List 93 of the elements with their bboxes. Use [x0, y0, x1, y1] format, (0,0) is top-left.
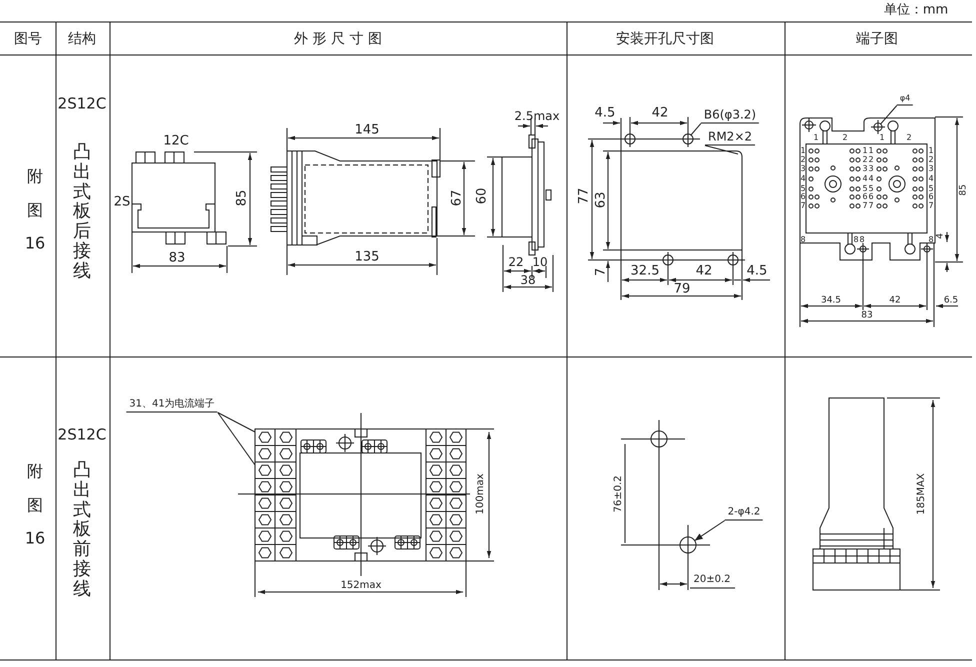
dimension-label: 32.5 [630, 264, 660, 278]
pin-number: 5 [928, 185, 934, 193]
column-header: 安装开孔尺寸图 [616, 32, 714, 46]
mounting-type: 凸出式板前接线 [72, 460, 92, 600]
pin-number: 8 [928, 236, 934, 244]
callout-label: φ4 [896, 94, 914, 106]
pin-number: 2 [862, 156, 868, 164]
figure-number: 附图16 [24, 166, 46, 255]
dimension-label: 22 [508, 256, 524, 268]
figure-number: 附图16 [24, 460, 46, 550]
dimension-label: 145 [354, 124, 380, 136]
leader-line [704, 145, 738, 154]
mounting-type: 凸出式板后接线 [72, 142, 92, 282]
leader-line [217, 412, 256, 432]
pin-number: 1 [862, 147, 868, 155]
column-header: 端子图 [856, 32, 898, 46]
pin-number: 3 [868, 165, 874, 173]
pin-number: 6 [862, 193, 868, 201]
dimension-label: 38 [520, 274, 536, 286]
pin-number: 3 [800, 165, 806, 173]
dimension-label: 42 [652, 106, 668, 120]
pin-number: 7 [928, 202, 934, 210]
pin-number: 5 [862, 185, 868, 193]
pin-number: 2 [842, 134, 848, 142]
leader-line [690, 123, 702, 136]
leader-line [694, 520, 726, 542]
callout-label: 31、41为电流端子 [126, 400, 218, 412]
dimension-label: 79 [674, 282, 690, 296]
pin-number: 5 [800, 185, 806, 193]
dimension-label: 152max [340, 581, 382, 591]
dimension-label: 20±0.2 [694, 575, 730, 585]
pin-number: 8 [800, 236, 806, 244]
mounting-hole [870, 120, 886, 134]
pin-number: 4 [862, 175, 868, 183]
pin-number: 8 [853, 236, 859, 244]
callout-label: RM2×2 [705, 130, 755, 146]
pin-number: 8 [859, 236, 865, 244]
pin-number: 3 [862, 165, 868, 173]
dimension-label: 4.5 [594, 106, 616, 120]
dimension-label: 34.5 [820, 296, 842, 306]
dimension-label: 83 [861, 312, 873, 320]
pin-number: 7 [868, 202, 874, 210]
dimension-label: 4 [936, 233, 946, 239]
pin-number: 7 [862, 202, 868, 210]
column-header: 外 形 尺 寸 图 [294, 32, 382, 46]
dimension-label: 85 [236, 190, 248, 206]
pin-number: 1 [813, 134, 819, 142]
pin-number: 3 [928, 165, 934, 173]
pin-number: 1 [928, 147, 934, 155]
structure-code: 2S12C [58, 428, 106, 442]
dimension-label: 2S [114, 196, 130, 208]
pin-number: 4 [928, 175, 934, 183]
dimension-label: 83 [168, 252, 186, 264]
pin-number: 4 [800, 175, 806, 183]
dimension-label: 10 [532, 256, 548, 268]
leader-line [880, 105, 898, 124]
dimension-label: 85 [960, 184, 968, 196]
pin-number: 2 [906, 134, 912, 142]
dimension-label: 135 [354, 250, 380, 264]
dimension-label: 60 [476, 188, 488, 204]
dimension-label: 6.5 [944, 296, 958, 306]
pin-number: 1 [879, 134, 885, 142]
pin-number: 7 [800, 202, 806, 210]
mounting-hole [680, 536, 696, 554]
dimension-label: 185MAX [917, 473, 927, 515]
pin-number: 6 [800, 193, 806, 201]
dimension-label: 4.5 [746, 264, 768, 278]
pin-number: 2 [800, 156, 806, 164]
dimension-label: 7 [594, 268, 608, 276]
dimension-label: 63 [594, 192, 608, 208]
pin-number: 1 [800, 147, 806, 155]
leader-line [217, 412, 256, 466]
pin-number: 4 [868, 175, 874, 183]
pin-number: 6 [928, 193, 934, 201]
dimension-label: 67 [450, 190, 464, 206]
pin-number: 5 [868, 185, 874, 193]
column-header: 结构 [68, 32, 96, 46]
unit-note: 单位：mm [884, 4, 948, 16]
pin-number: 2 [868, 156, 874, 164]
column-header: 图号 [14, 32, 42, 46]
dimension-label: 77 [578, 188, 590, 204]
dimension-label: 42 [696, 264, 712, 278]
dimension-label: 76±0.2 [614, 476, 624, 512]
pin-number: 1 [868, 147, 874, 155]
dimension-label: 2.5max [514, 110, 560, 122]
callout-label: B6(φ3.2) [700, 108, 760, 124]
dimension-label: 42 [889, 296, 901, 306]
structure-code: 2S12C [58, 96, 106, 112]
dimension-label: 100max [476, 474, 486, 514]
pin-number: 2 [928, 156, 934, 164]
pin-number: 6 [868, 193, 874, 201]
callout-label: 2-φ4.2 [724, 508, 764, 520]
dimension-label: 12C [163, 134, 189, 148]
